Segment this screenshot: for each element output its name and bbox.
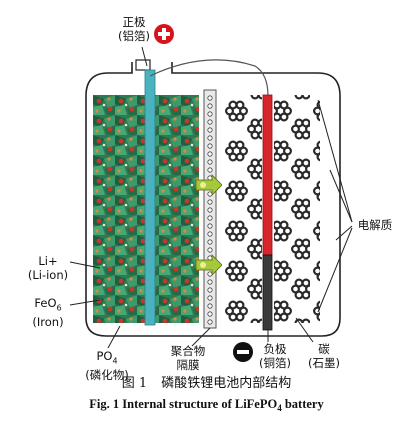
feo-leader [69,299,101,306]
cathode-material-right [155,95,199,323]
electrolyte-leaders [317,99,353,313]
feo-sub: 6 [56,303,62,313]
cathode-leader [141,46,148,67]
carbon-text: 碳 [318,342,330,356]
li-ion-arrow-bottom [195,254,223,276]
phosphide-text: (磷化物) [85,368,129,383]
separator-label: 聚合物 隔膜 [164,344,212,372]
cathode-label: 正极 (铝箔) [114,15,154,43]
anode-collector [262,94,273,256]
caption-en: Fig. 1 Internal structure of LiFePO4 bat… [0,397,413,413]
po-leader [107,325,121,349]
li-plus-text: Li+ [38,254,58,268]
cathode-material [93,95,145,323]
electrolyte-label: 电解质 [353,218,397,232]
cathode-foil: (铝箔) [118,29,150,43]
cathode-collector [144,69,156,326]
anode-collector-lower [262,254,273,331]
anode-foil: (铜箔) [259,356,291,370]
separator-leader [191,327,211,347]
caption-cn-text: 磷酸铁锂电池内部结构 [161,376,292,391]
caption-fig-number: 图 1 [121,376,148,391]
graphite-text: (石墨) [308,356,340,370]
plus-circle-icon [154,24,174,44]
internal-wire [149,59,269,97]
separator-text-2: 隔膜 [176,358,200,372]
feo-text: FeO [34,296,57,310]
minus-circle-icon [233,342,253,362]
po-label: PO4 (磷化物) [78,349,136,382]
li-ion-arrow-top [195,174,223,196]
iron-text: (Iron) [32,315,64,330]
cathode-cn: 正极 [122,15,146,29]
carbon-label: 碳 (石墨) [302,342,346,370]
separator-text-1: 聚合物 [170,344,206,358]
cathode-tab [135,59,151,71]
anode-graphite-left [222,95,262,323]
po-sub: 4 [112,356,118,366]
anode-label: 负极 (铜箔) [255,342,295,370]
li-leader [69,261,101,269]
po-text: PO [96,349,113,363]
li-label: Li+ (Li-ion) [22,254,74,282]
caption-en-main: Fig. 1 Internal structure of LiFePO [89,397,278,411]
carbon-leader [295,317,314,343]
li-ion-text: (Li-ion) [27,268,69,282]
separator-pores [207,95,213,325]
feo-label: FeO6 (Iron) [22,296,74,329]
anode-graphite-right [274,95,320,323]
caption-en-tail: battery [281,397,324,411]
electrolyte-text: 电解质 [357,218,393,232]
caption-en-sub: 4 [277,403,282,413]
anode-cn: 负极 [263,342,287,356]
caption-cn: 图 1 磷酸铁锂电池内部结构 [0,372,413,391]
battery-casing [85,62,341,337]
